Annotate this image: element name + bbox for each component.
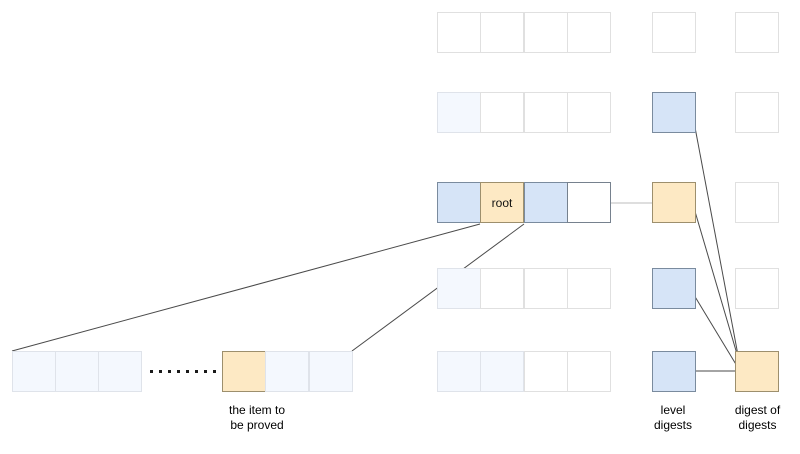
row-3-root-cell-4: [567, 182, 611, 223]
row-1-cell-1: [437, 12, 481, 53]
row-4-cell-1: [437, 268, 481, 309]
edge-ld-row2-to-dod: [693, 121, 742, 372]
row-1-cell-4: [567, 12, 611, 53]
row-3-root-cell-3: [524, 182, 568, 223]
row-2-level-digest: [652, 92, 696, 133]
row-5-leaves-cell-2: [480, 351, 524, 392]
leaf-row-cell-5: [265, 351, 309, 392]
row-5-leaves-level-digest: [652, 351, 696, 392]
row-4-cell-3: [524, 268, 568, 309]
row-3-root-cell-1: [437, 182, 481, 223]
row-3-root-digest-of-digests: [735, 182, 779, 223]
row-4-cell-4: [567, 268, 611, 309]
leaf-row-cell-2: [55, 351, 99, 392]
row-1-level-digest: [652, 12, 696, 53]
row-4-digest-of-digests: [735, 268, 779, 309]
row-5-leaves-digest-of-digests: [735, 351, 779, 392]
label-digest-of-digests: digest of digests: [734, 403, 781, 432]
row-2-cell-2: [480, 92, 524, 133]
leaf-row-cell-1: [12, 351, 56, 392]
row-3-root-level-digest: [652, 182, 696, 223]
row-1-cell-3: [524, 12, 568, 53]
row-5-leaves-cell-3: [524, 351, 568, 392]
leaf-row-cell-3: [98, 351, 142, 392]
row-4-level-digest: [652, 268, 696, 309]
leaf-row-cell-6: [309, 351, 353, 392]
row-2-cell-1: [437, 92, 481, 133]
row-2-cell-3: [524, 92, 568, 133]
edge-root-to-leafrow-left: [11, 223, 481, 352]
row-1-digest-of-digests: [735, 12, 779, 53]
label-level-digests: level digests: [653, 403, 693, 432]
edge-ld-row4-to-dod: [693, 294, 741, 372]
row-2-cell-4: [567, 92, 611, 133]
ellipsis-dots: [150, 369, 216, 373]
row-5-leaves-cell-1: [437, 351, 481, 392]
row-5-leaves-cell-4: [567, 351, 611, 392]
leaf-row-cell-4: [222, 351, 266, 392]
row-2-digest-of-digests: [735, 92, 779, 133]
row-3-root-cell-2: root: [480, 182, 524, 223]
row-1-cell-2: [480, 12, 524, 53]
label-item-to-be-proved: the item to be proved: [228, 403, 286, 432]
row-4-cell-2: [480, 268, 524, 309]
